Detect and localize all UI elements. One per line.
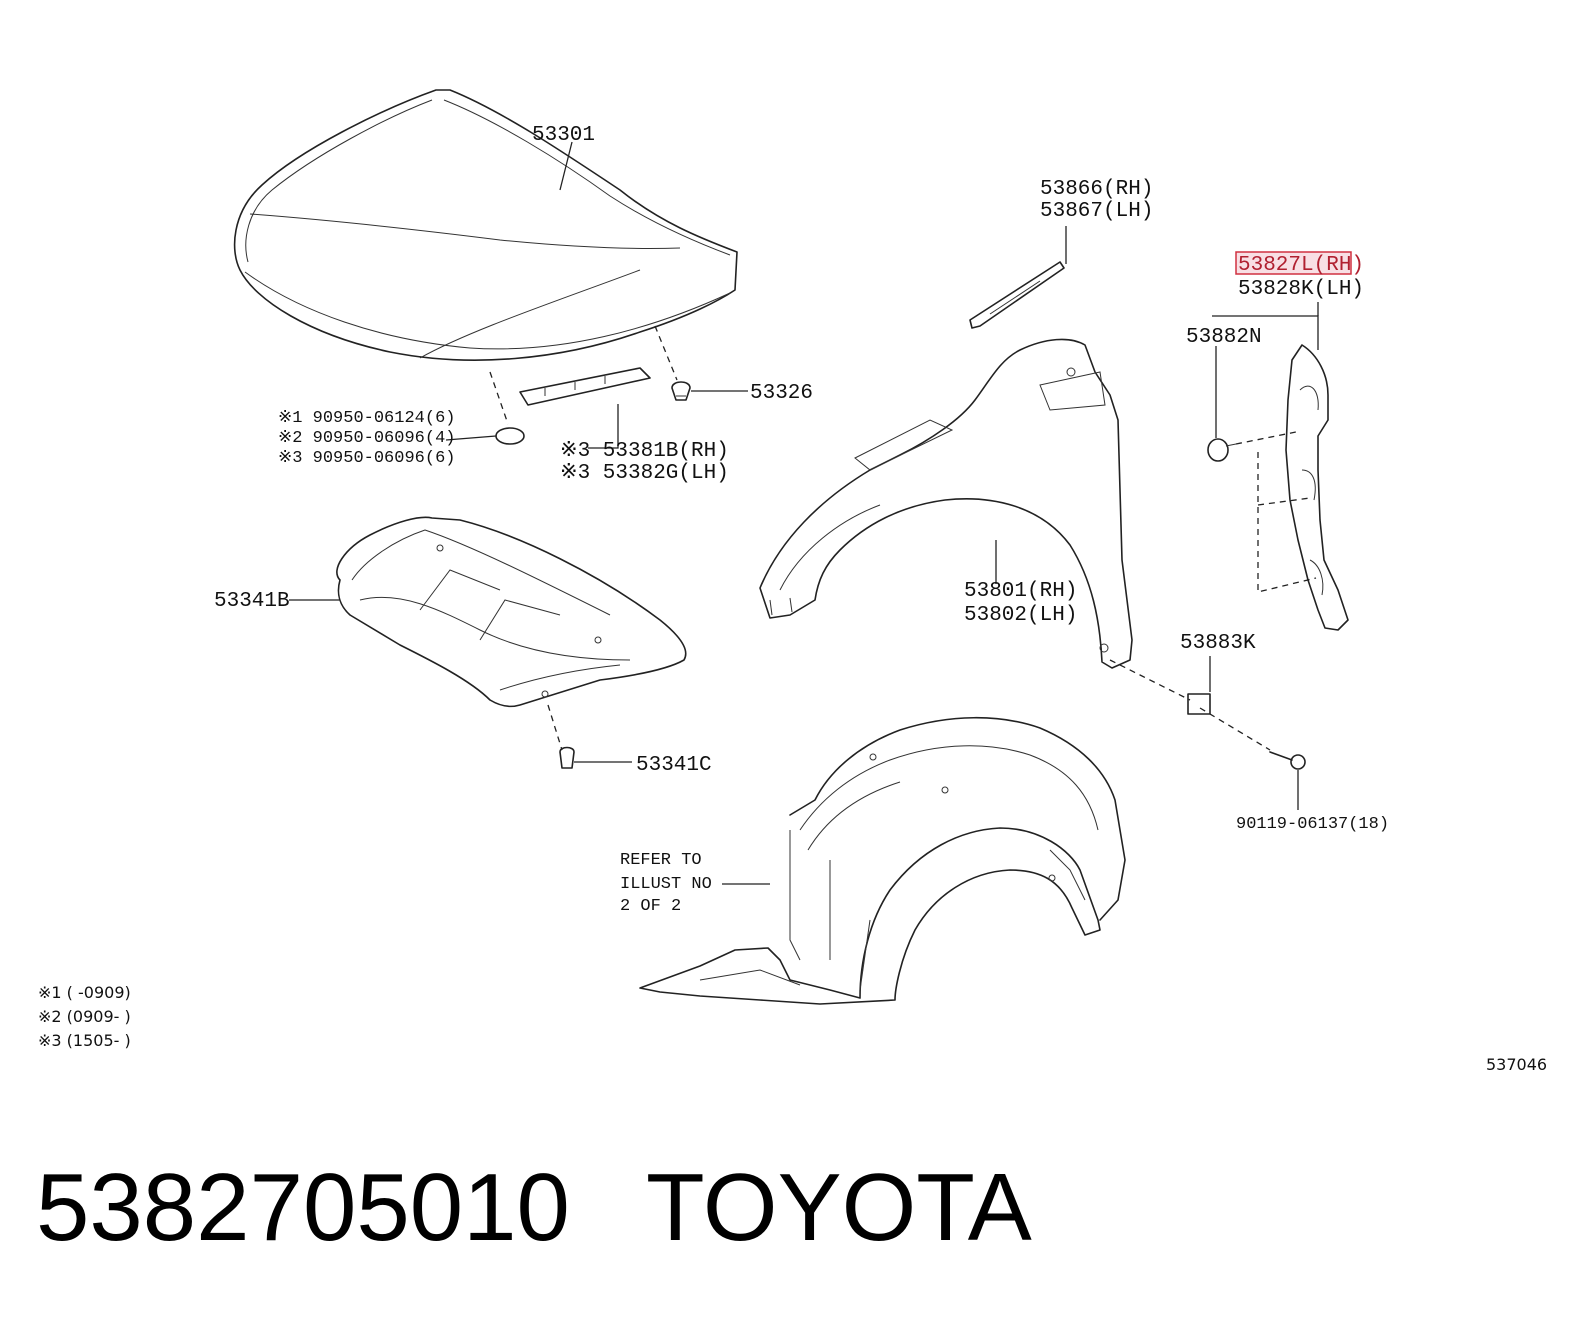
label-seal-lh: ※3 53382G(LH) xyxy=(560,462,729,485)
label-fender-lh: 53802(LH) xyxy=(964,604,1077,627)
label-fender-nut: 53883K xyxy=(1180,632,1256,655)
insulator-clip xyxy=(559,746,575,769)
figure-number: 537046 xyxy=(1486,1055,1547,1074)
fender-upper-liner xyxy=(969,261,1065,329)
label-hood-insulator: 53341B xyxy=(214,590,290,613)
label-seal-rh: ※3 53381B(RH) xyxy=(560,440,729,463)
label-refer-2: ILLUST NO xyxy=(620,875,712,894)
hood-panel xyxy=(233,89,738,361)
footnote-1: ※1 ( -0909) xyxy=(38,983,131,1002)
label-fender-liner-upper-rh: 53866(RH) xyxy=(1040,178,1153,201)
label-refer-1: REFER TO xyxy=(620,851,702,870)
label-fender-liner-upper-lh: 53867(LH) xyxy=(1040,200,1153,223)
hood-insulator xyxy=(336,516,687,708)
seal-clip xyxy=(1207,438,1237,462)
front-fender xyxy=(759,338,1133,669)
label-hood-bumper: 53326 xyxy=(750,382,813,405)
fender-seal xyxy=(1285,344,1349,631)
label-screw: 90119-06137(18) xyxy=(1236,815,1389,834)
label-insulator-clip: 53341C xyxy=(636,754,712,777)
fender-screw xyxy=(1269,751,1306,770)
hood-plug xyxy=(495,427,525,445)
fender-nut xyxy=(1187,693,1211,715)
footnote-3: ※3 (1505- ) xyxy=(38,1031,131,1050)
label-refer-3: 2 OF 2 xyxy=(620,897,681,916)
label-hood-note-3: ※3 90950-06096(6) xyxy=(278,449,455,468)
label-hood-note-2: ※2 90950-06096(4) xyxy=(278,429,455,448)
label-seal-clip: 53882N xyxy=(1186,326,1262,349)
label-hood: 53301 xyxy=(532,124,595,147)
highlight-box xyxy=(1235,251,1352,275)
label-hood-note-1: ※1 90950-06124(6) xyxy=(278,409,455,428)
footnote-2: ※2 (0909- ) xyxy=(38,1007,131,1026)
caption-brand: TOYOTA xyxy=(646,1154,1032,1261)
caption-part-number: 5382705010 xyxy=(36,1154,570,1261)
fender-liner xyxy=(639,716,1126,1005)
label-fender-seal-lh: 53828K(LH) xyxy=(1238,278,1364,301)
hood-bumper xyxy=(671,381,691,401)
label-fender-seal-rh: 53827L(RH) xyxy=(1238,254,1364,277)
hood-seal-strip xyxy=(519,367,651,406)
label-fender-rh: 53801(RH) xyxy=(964,580,1077,603)
